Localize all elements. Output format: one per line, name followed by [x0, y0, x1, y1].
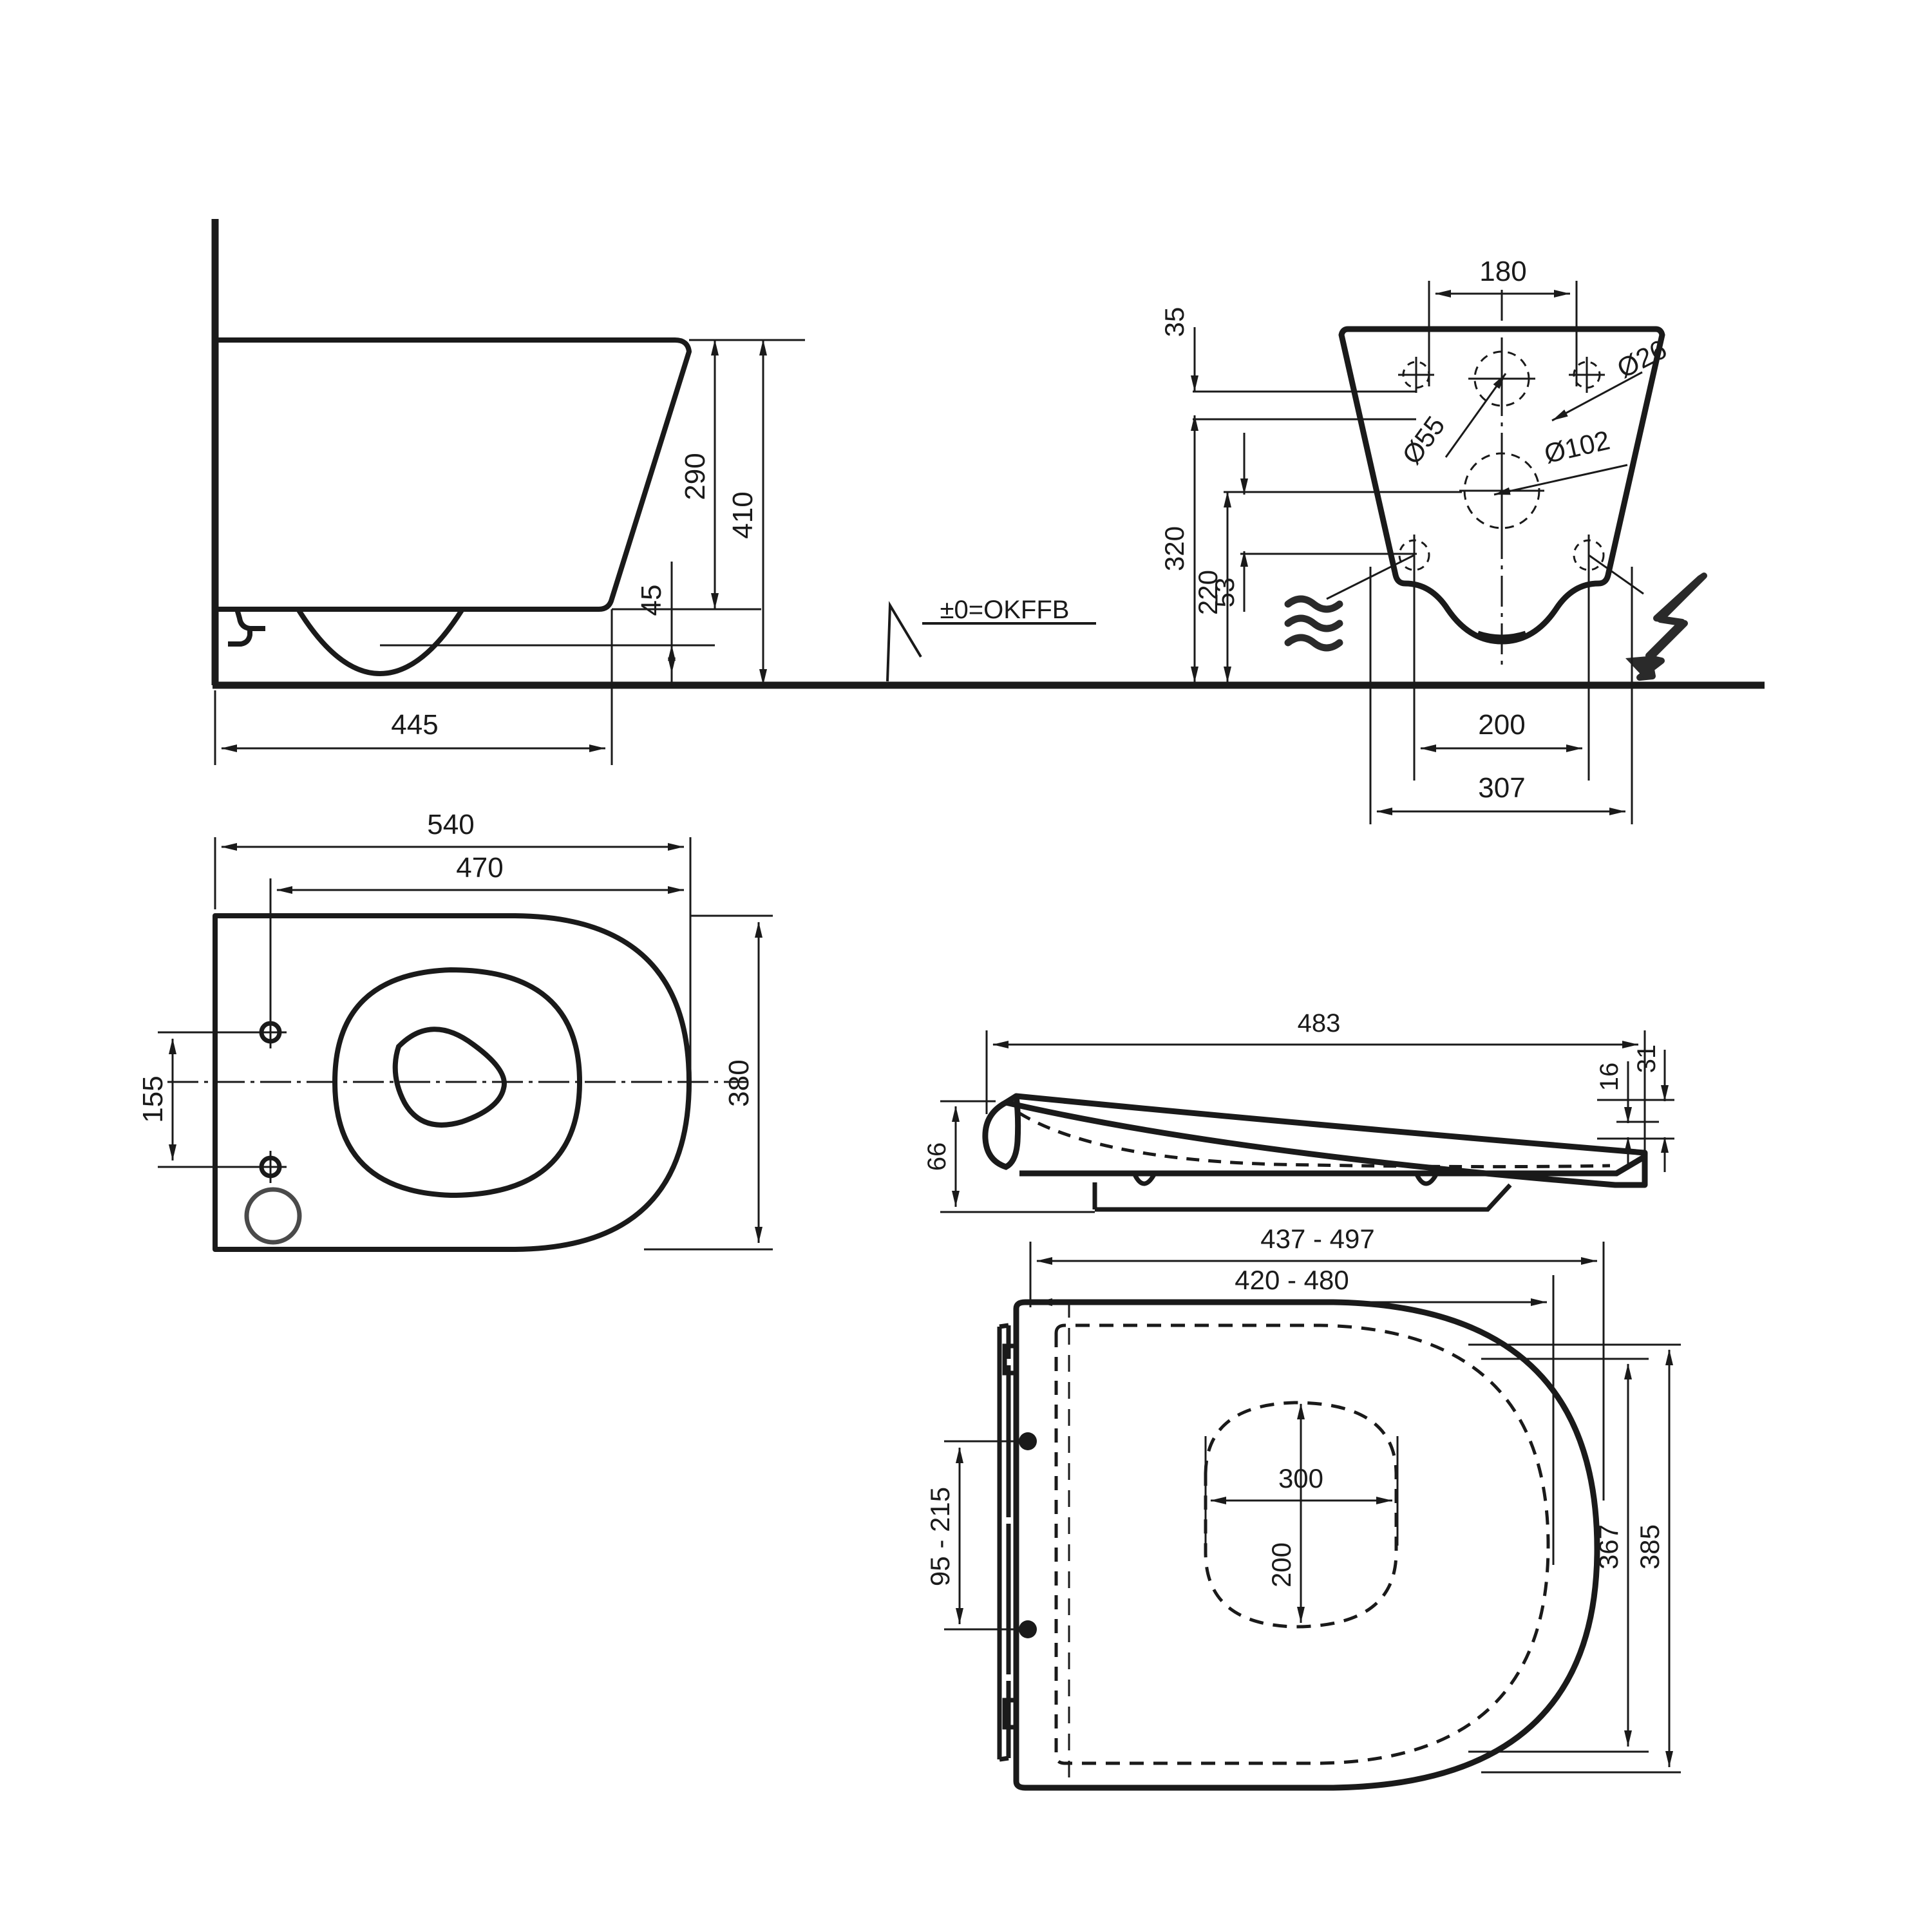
seat-bumper-right — [1414, 1173, 1439, 1186]
dimension-155: 155 — [137, 1038, 176, 1160]
dimension-320-label: 320 — [1159, 526, 1189, 571]
dimension-45: 45 — [636, 562, 676, 683]
dimension-53-label: 53 — [1209, 578, 1240, 608]
dimension-155-label: 155 — [137, 1075, 169, 1122]
dimension-45-label: 45 — [636, 585, 667, 616]
dimension-540-label: 540 — [427, 809, 474, 840]
dimension-180-label: 180 — [1479, 256, 1526, 287]
view-seat-plan: 437 - 497 420 - 480 367 385 — [925, 1224, 1681, 1791]
pan-plan-flush-aperture — [392, 1027, 507, 1128]
seat-skirt-outline — [1095, 1183, 1512, 1212]
pan-plan-bowl-rim — [332, 967, 583, 1198]
dimension-95-215: 95 - 215 — [925, 1447, 963, 1624]
dimension-380-label: 380 — [723, 1059, 755, 1106]
dimension-180: 180 — [1428, 256, 1578, 386]
view-side-elevation: 290 410 45 445 — [214, 337, 805, 765]
dimension-385: 385 — [1634, 1349, 1673, 1767]
dimension-320: 320 — [1159, 415, 1198, 683]
dimension-31-label: 31 — [1633, 1045, 1661, 1074]
dimension-410-label: 410 — [727, 491, 759, 538]
dimension-445: 445 — [214, 690, 613, 765]
dimension-290: 290 — [679, 339, 719, 609]
pan-bowl-underside — [296, 607, 465, 677]
seat-hidden-underside — [1018, 1111, 1611, 1169]
dimension-380: 380 — [644, 914, 773, 1251]
dimension-290-label: 290 — [679, 453, 711, 500]
dimension-307: 307 — [1376, 772, 1625, 815]
dimension-31: 31 — [1633, 1045, 1669, 1172]
reference-level-label: ±0=OKFFB — [940, 596, 1070, 624]
dimension-483-label: 483 — [1298, 1009, 1341, 1037]
pan-outlet-stub-lower — [228, 629, 252, 647]
dimension-420-480: 420 - 480 — [1029, 1265, 1555, 1565]
pan-side-outline — [215, 337, 692, 612]
seat-hinge-profile — [982, 1095, 1021, 1170]
dimension-53: 53 — [1209, 433, 1248, 612]
seat-plan-hinge-caps — [999, 1323, 1009, 1762]
pan-plan-outlet-circle — [244, 1187, 302, 1245]
reference-level-callout: ±0=OKFFB — [886, 596, 1096, 682]
dimension-220-label: 220 — [1193, 570, 1223, 615]
seat-ring-bottom — [1019, 1154, 1647, 1177]
dimension-200-front-label: 200 — [1478, 709, 1525, 741]
dimension-200-front: 200 — [1420, 709, 1582, 752]
dimension-470-label: 470 — [456, 852, 503, 884]
seat-plan-notch-bottom — [1002, 1698, 1016, 1730]
dimension-66: 66 — [923, 1100, 1095, 1213]
dimension-410: 410 — [727, 339, 767, 685]
dimension-66-label: 66 — [923, 1142, 951, 1171]
dimension-16: 16 — [1595, 1061, 1632, 1170]
electric-symbol-leader — [1588, 554, 1644, 595]
dimension-437-497-label: 437 - 497 — [1260, 1224, 1374, 1254]
view-pan-plan: 155 540 470 380 — [137, 809, 773, 1252]
dimension-200-seat: 200 — [1266, 1403, 1305, 1623]
dimension-35: 35 — [1159, 307, 1198, 392]
seat-bumper-left — [1132, 1173, 1157, 1186]
dimension-200-seat-label: 200 — [1266, 1542, 1296, 1587]
pan-outlet-stub-upper — [228, 607, 265, 631]
dimension-470: 470 — [269, 852, 684, 1027]
dimension-367-label: 367 — [1593, 1524, 1624, 1569]
view-seat-profile: 483 66 16 31 — [923, 1009, 1674, 1213]
seat-plan-notch-top — [1002, 1343, 1016, 1376]
fixing-hole-upper-right — [1569, 357, 1605, 393]
view-front-elevation: Ø55 Ø26 Ø102 180 — [1159, 256, 1707, 824]
dimension-35-label: 35 — [1159, 307, 1189, 337]
dimension-385-label: 385 — [1634, 1524, 1665, 1569]
dimension-220: 220 — [1193, 491, 1231, 683]
dimension-95-215-label: 95 - 215 — [925, 1487, 955, 1586]
dimension-307-label: 307 — [1478, 772, 1525, 804]
seat-plan-hidden-ring — [1054, 1323, 1550, 1765]
dimension-540: 540 — [214, 809, 692, 1088]
dimension-483: 483 — [985, 1009, 1646, 1159]
dimension-437-497: 437 - 497 — [1029, 1224, 1605, 1501]
dimension-16-label: 16 — [1595, 1063, 1624, 1092]
dimension-420-480-label: 420 - 480 — [1235, 1265, 1349, 1295]
dimension-367: 367 — [1593, 1363, 1632, 1747]
dimension-445-label: 445 — [391, 709, 438, 741]
